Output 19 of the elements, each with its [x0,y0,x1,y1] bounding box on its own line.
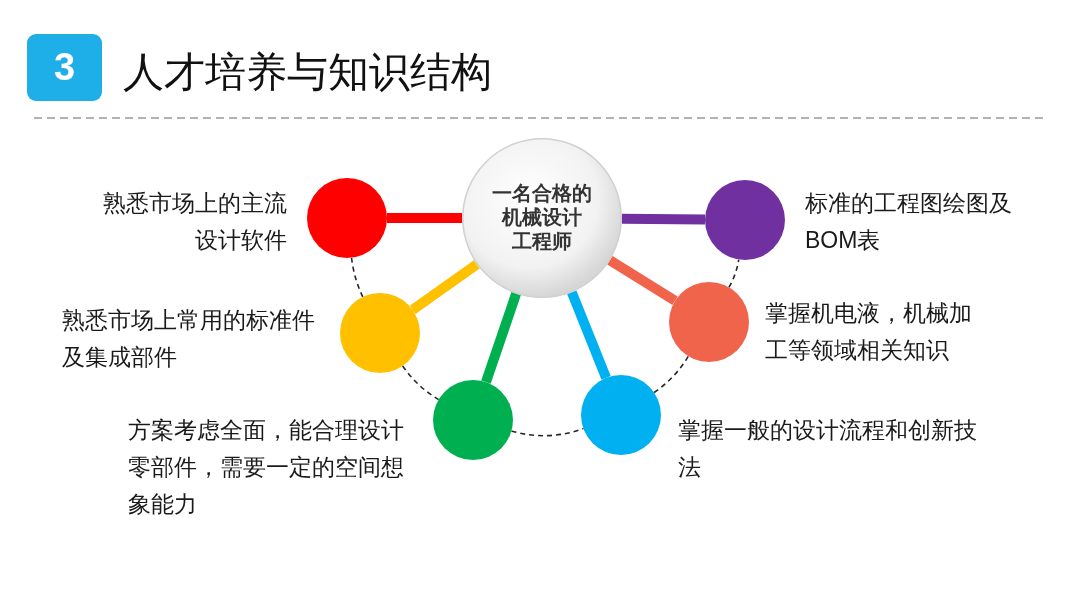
hub-circle: 一名合格的机械设计工程师 [462,138,622,298]
dashed-connector [653,355,690,394]
description-text: 熟悉市场上常用的标准件及集成部件 [62,306,316,372]
connector-bar [567,290,611,380]
connector-bar [621,213,706,225]
description-text: 标准的工程图绘图及BOM表 [805,189,1013,255]
connector-bar [481,292,521,384]
dashed-connector [728,258,740,289]
connector-bar [607,256,678,306]
dashed-connector [350,256,364,298]
connector-bar [387,213,462,223]
description-text: 熟悉市场上的主流设计软件 [102,189,287,255]
description-text: 方案考虑全面，能合理设计零部件，需要一定的空间想象能力 [128,416,405,519]
connector-bar [409,260,480,314]
number-badge: 3 [27,34,102,101]
description-text: 掌握一般的设计流程和创新技法 [678,416,978,482]
slide-title: 人才培养与知识结构 [123,48,492,97]
description-text: 掌握机电液，机械加工等领域相关知识 [765,299,973,365]
dashed-connector [401,365,440,401]
